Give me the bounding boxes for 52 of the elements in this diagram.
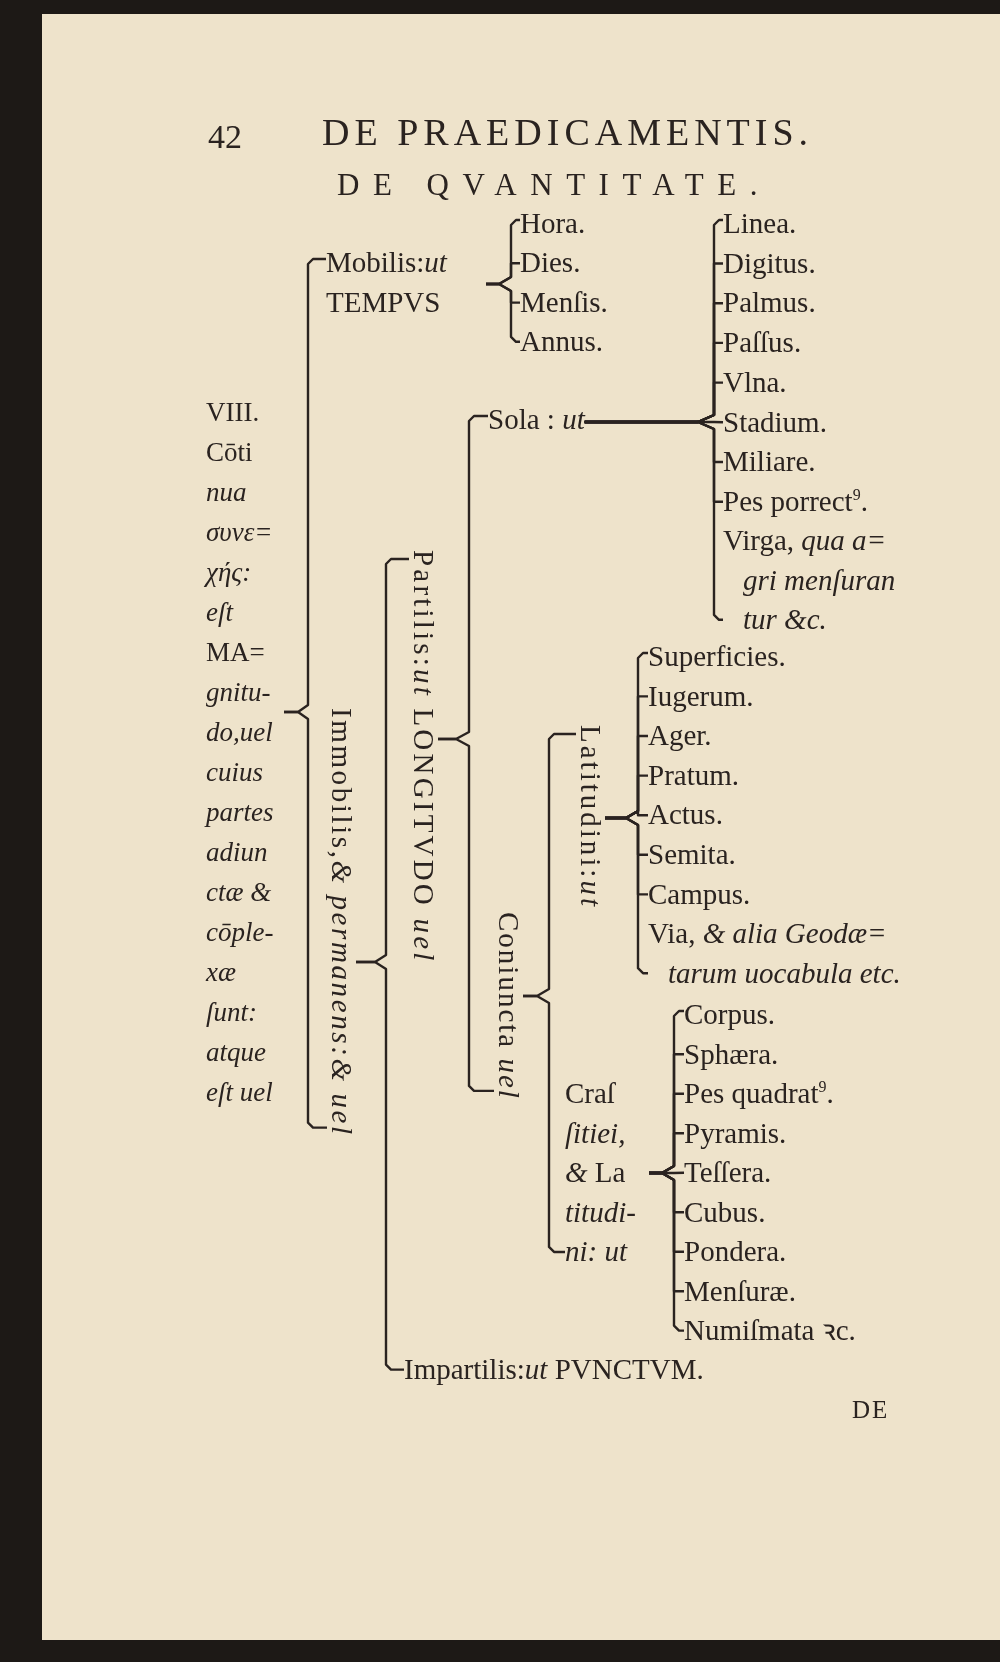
example-term: Teſſera.	[684, 1153, 772, 1193]
category-label: Craſ ſitiei, & La titudi- ni: ut	[565, 1074, 649, 1272]
example-term: Paſſus.	[723, 323, 802, 363]
example-term: Impartilis:ut PVNCTVM.	[404, 1350, 704, 1390]
category-label: Immobilis,& permanens:& uel	[327, 708, 356, 1137]
example-term: Pondera.	[684, 1232, 787, 1272]
example-term: Via, & alia Geodæ= tarum uocabula etc.	[648, 914, 913, 994]
brace-line	[605, 816, 648, 975]
example-term: Digitus.	[723, 243, 816, 284]
example-term: Virga, qua a= gri menſuran tur &c.	[723, 521, 913, 640]
example-term: Dies.	[520, 243, 581, 283]
example-term: Iugerum.	[648, 676, 754, 717]
example-term: Pes porrect$^{9}$.	[723, 481, 868, 522]
example-term: Superficies.	[648, 637, 786, 677]
brace-line	[523, 994, 565, 1254]
example-term: Stadium.	[723, 402, 827, 443]
brace-line	[584, 420, 723, 621]
example-term: Pes quadrat$^{9}$.	[684, 1074, 834, 1114]
example-term: Cubus.	[684, 1192, 766, 1233]
example-term: Hora.	[520, 204, 586, 244]
brace-line	[356, 960, 404, 1371]
example-term: Semita.	[648, 835, 736, 875]
example-term: Actus.	[648, 795, 723, 835]
brace-line	[284, 710, 327, 1129]
example-term: Pratum.	[648, 755, 740, 796]
page-title: DE PRAEDICAMENTIS.	[322, 113, 814, 151]
example-term: Menſuræ.	[684, 1271, 796, 1312]
example-term: Menſis.	[520, 282, 608, 323]
category-label: Partilis:ut LONGITVDO uel	[409, 550, 438, 964]
brace-line	[486, 282, 520, 343]
category-label: Mobilis:ut TEMPVS	[326, 243, 486, 323]
category-label: Sola : ut	[488, 400, 585, 440]
example-term: Ager.	[648, 716, 712, 756]
example-term: Pyramis.	[684, 1113, 787, 1154]
brace-line	[649, 1171, 684, 1332]
definition-text: Cōti nua συνε= χής: eſt MA= gnitu- do,uel cuius partes adiun ctæ & cōple- xæ ſunt: atque eſt uel	[206, 436, 275, 1109]
category-label: Coniuncta uel	[494, 912, 523, 1100]
example-term: Linea.	[723, 204, 797, 244]
example-term: Corpus.	[684, 995, 776, 1035]
catchword: DE	[852, 1397, 890, 1422]
example-term: Miliare.	[723, 442, 816, 482]
example-term: Numiſmata ꝛc.	[684, 1311, 856, 1351]
brace-line	[438, 737, 494, 1093]
section-heading: DE QVANTITATE.	[337, 169, 771, 200]
category-label: Latitudini:ut	[576, 725, 605, 909]
example-term: Annus.	[520, 322, 603, 362]
example-term: Palmus.	[723, 283, 816, 323]
example-term: Sphæra.	[684, 1034, 779, 1075]
example-term: Vlna.	[723, 362, 787, 403]
example-term: Campus.	[648, 874, 751, 915]
section-number: VIII.	[206, 396, 261, 429]
page-number: 42	[208, 120, 242, 154]
